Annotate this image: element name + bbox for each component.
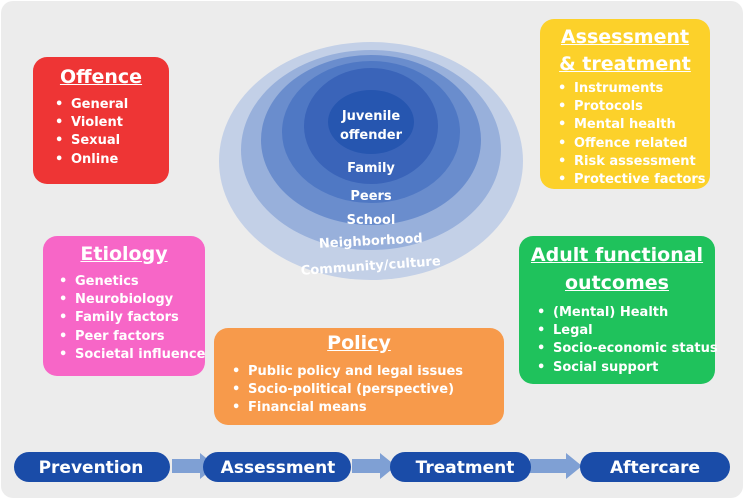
assessment-title-line1: Assessment (560, 26, 690, 48)
family-label: Family (347, 161, 395, 176)
adult-title: Adult functional outcomes (519, 241, 715, 297)
list-item: Violent (49, 114, 169, 132)
flow-arrows (172, 453, 582, 479)
core-label-line1: Juvenile (341, 109, 401, 124)
core-label-line2: offender (340, 128, 403, 143)
assessment-label: Assessment (221, 458, 336, 478)
arrow-icon (352, 453, 396, 479)
list-item: Genetics (53, 273, 205, 291)
prevention-label: Prevention (39, 458, 144, 478)
adult-list: (Mental) Health Legal Socio-economic sta… (531, 304, 718, 377)
list-item: Mental health (552, 116, 710, 134)
policy-title: Policy (327, 332, 391, 354)
list-item: General (49, 96, 169, 114)
assessment-treatment-box: Assessment & treatment Instruments Protoc… (540, 19, 710, 189)
offence-box: Offence General Violent Sexual Online (33, 57, 169, 184)
arrow-icon (530, 453, 582, 479)
list-item: Sexual (49, 132, 169, 150)
etiology-box: Etiology Genetics Neurobiology Family fa… (43, 236, 205, 376)
assessment-title: Assessment & treatment (540, 24, 710, 78)
adult-title-line2: outcomes (565, 272, 669, 294)
list-item: Protective factors (552, 171, 710, 189)
assessment-step (203, 452, 351, 482)
list-item: Legal (531, 322, 715, 340)
etiology-list: Genetics Neurobiology Family factors Pee… (53, 273, 205, 364)
aftercare-step (580, 452, 730, 482)
assessment-list: Instruments Protocols Mental health Offe… (552, 80, 710, 189)
list-item: Socio-economic status (531, 340, 718, 358)
neighborhood-label: Neighborhood (319, 231, 423, 251)
flow-steps (14, 452, 730, 482)
adult-title-line1: Adult functional (530, 244, 704, 266)
list-item: Societal influence (53, 346, 205, 364)
policy-list: Public policy and legal issues Socio-pol… (226, 363, 504, 418)
assessment-title-line2: & treatment (559, 53, 691, 75)
offence-title: Offence (59, 66, 143, 88)
etiology-title: Etiology (80, 243, 168, 265)
list-item: Risk assessment (552, 153, 710, 171)
school-label: School (347, 213, 396, 228)
offence-list: General Violent Sexual Online (49, 96, 169, 169)
list-item: Family factors (53, 309, 205, 327)
adult-outcomes-box: Adult functional outcomes (Mental) Health… (519, 236, 718, 384)
list-item: Socio-political (perspective) (226, 381, 504, 399)
treatment-label: Treatment (416, 458, 515, 478)
list-item: Peer factors (53, 328, 205, 346)
peers-label: Peers (350, 189, 392, 204)
list-item: Online (49, 151, 169, 169)
prevention-step (14, 452, 170, 482)
aftercare-label: Aftercare (610, 458, 700, 478)
ring-core (328, 90, 414, 154)
policy-box: Policy Public policy and legal issues So… (214, 328, 504, 425)
list-item: Offence related (552, 135, 710, 153)
list-item: Neurobiology (53, 291, 205, 309)
list-item: Instruments (552, 80, 710, 98)
list-item: (Mental) Health (531, 304, 715, 322)
list-item: Protocols (552, 98, 710, 116)
ecological-rings (219, 42, 523, 280)
list-item: Social support (531, 359, 715, 377)
treatment-step (390, 452, 531, 482)
list-item: Public policy and legal issues (226, 363, 504, 381)
list-item: Financial means (226, 399, 504, 417)
